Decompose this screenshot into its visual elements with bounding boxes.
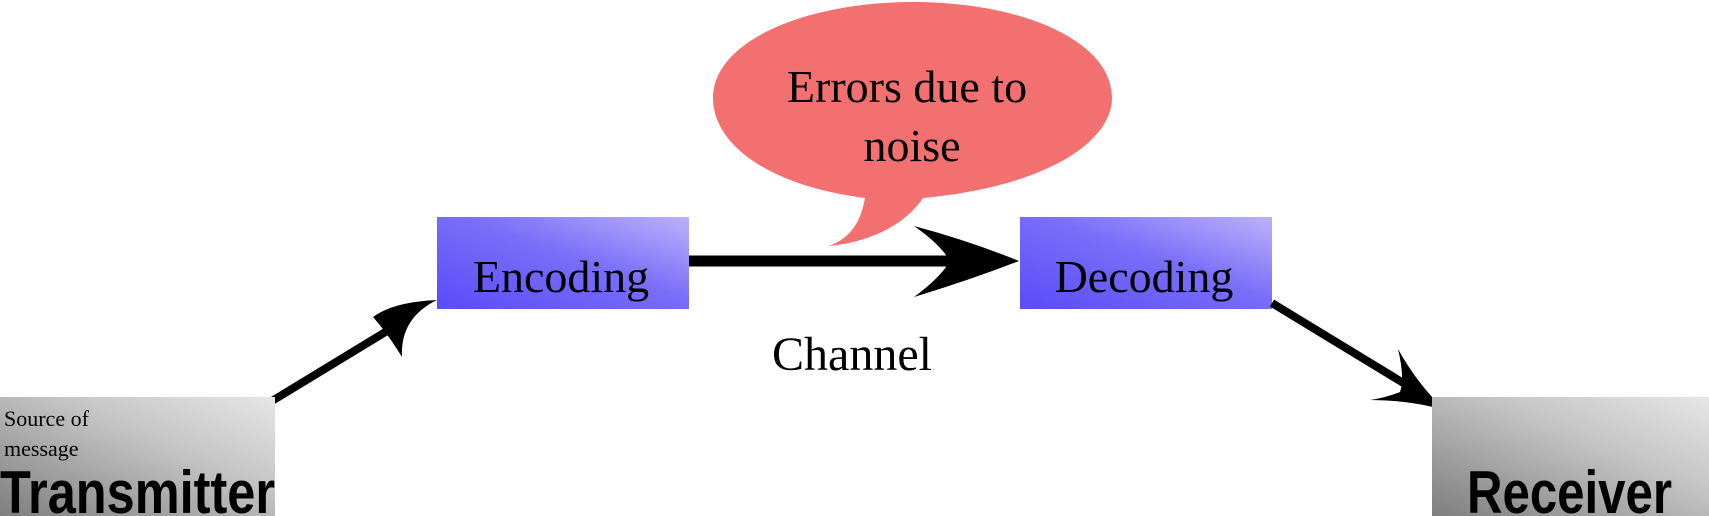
bubble-shape xyxy=(713,2,1112,246)
encoding-label: Encoding xyxy=(473,251,649,302)
decoding-box: Decoding xyxy=(1020,217,1272,309)
arrow-decoding-to-receiver xyxy=(1269,299,1445,410)
arrow-transmitter-to-encoding xyxy=(269,300,437,405)
receiver-box: Receiver xyxy=(1432,397,1709,516)
encoding-box: Encoding xyxy=(437,217,689,309)
source-caption-line-2: message xyxy=(4,436,79,461)
arrowhead xyxy=(1370,349,1445,410)
arrowhead xyxy=(914,226,1019,297)
arrowhead xyxy=(373,300,437,357)
bubble-text-line-1: Errors due to xyxy=(787,61,1027,112)
channel-label: Channel xyxy=(772,328,932,381)
source-caption-line-1: Source of xyxy=(4,406,90,431)
noise-speech-bubble: Errors due to noise xyxy=(713,2,1112,246)
transmitter-label: Transmitter xyxy=(0,459,275,516)
transmitter-box: Source of message Transmitter xyxy=(0,397,275,516)
decoding-label: Decoding xyxy=(1055,251,1234,302)
receiver-label: Receiver xyxy=(1467,459,1672,516)
channel-arrow xyxy=(689,226,1019,297)
bubble-text-line-2: noise xyxy=(863,120,960,171)
